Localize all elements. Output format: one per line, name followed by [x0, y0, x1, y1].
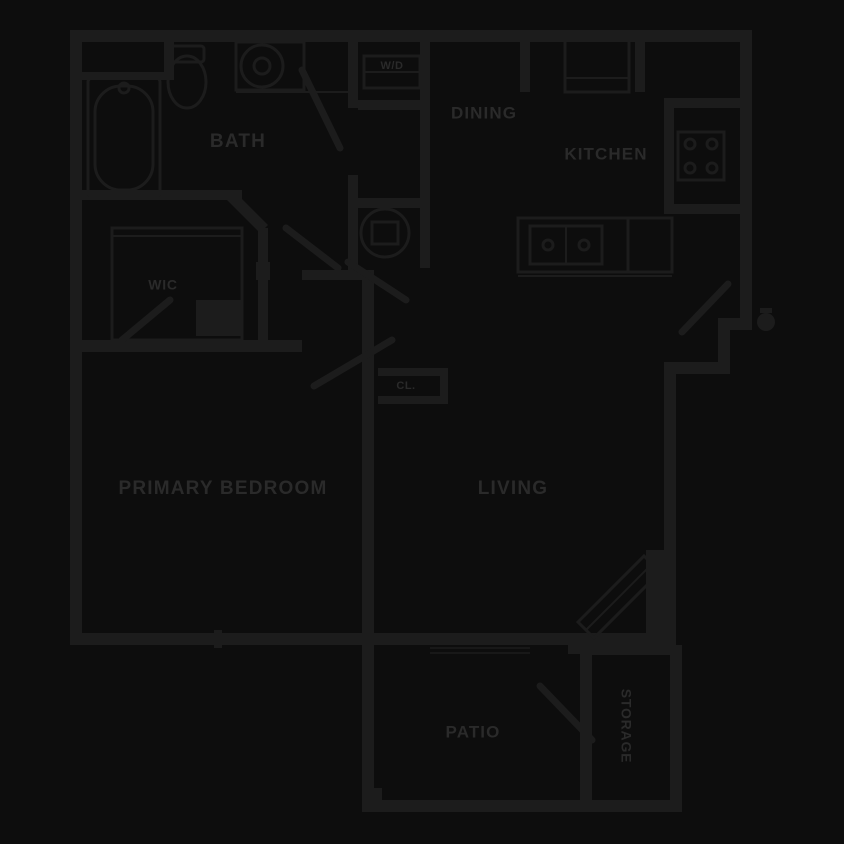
- entry-door: [678, 280, 732, 336]
- laundry-door: [344, 258, 410, 304]
- toilet: [164, 34, 208, 110]
- patio-slider: [568, 550, 664, 654]
- range-cooktop: [676, 130, 726, 182]
- room-label-closet: CL.: [396, 380, 415, 392]
- room-label-bath: BATH: [210, 131, 266, 152]
- vanity-sink: [234, 40, 348, 93]
- kitchen-sink: [528, 224, 604, 266]
- room-label-living: LIVING: [478, 478, 549, 499]
- water-heater: [359, 207, 411, 259]
- north-marker: [757, 308, 775, 331]
- room-label-patio: PATIO: [446, 722, 501, 741]
- room-label-dining: DINING: [451, 103, 517, 122]
- washer-dryer-label: W/D: [381, 60, 404, 72]
- bathtub: [82, 72, 166, 198]
- patio-rail-1: [368, 788, 382, 812]
- bedroom-window-1: [146, 630, 222, 648]
- interior-walls: [82, 30, 744, 642]
- bedroom-window-2: [222, 636, 290, 643]
- refrigerator: [563, 34, 631, 94]
- room-label-primary-bedroom: PRIMARY BEDROOM: [118, 478, 327, 499]
- room-label-storage: STORAGE: [618, 689, 634, 764]
- kitchen-counter: [516, 216, 674, 277]
- room-label-wic: WIC: [148, 277, 178, 293]
- storage-door: [536, 682, 596, 744]
- living-window-1: [430, 647, 530, 654]
- closet-shelf: [110, 226, 270, 342]
- bedroom-door: [310, 336, 396, 390]
- wic-door: [118, 296, 174, 344]
- washer-dryer: W/D: [362, 54, 422, 90]
- bath-door: [298, 66, 344, 152]
- hall-door: [282, 224, 342, 272]
- room-label-kitchen: KITCHEN: [564, 144, 647, 163]
